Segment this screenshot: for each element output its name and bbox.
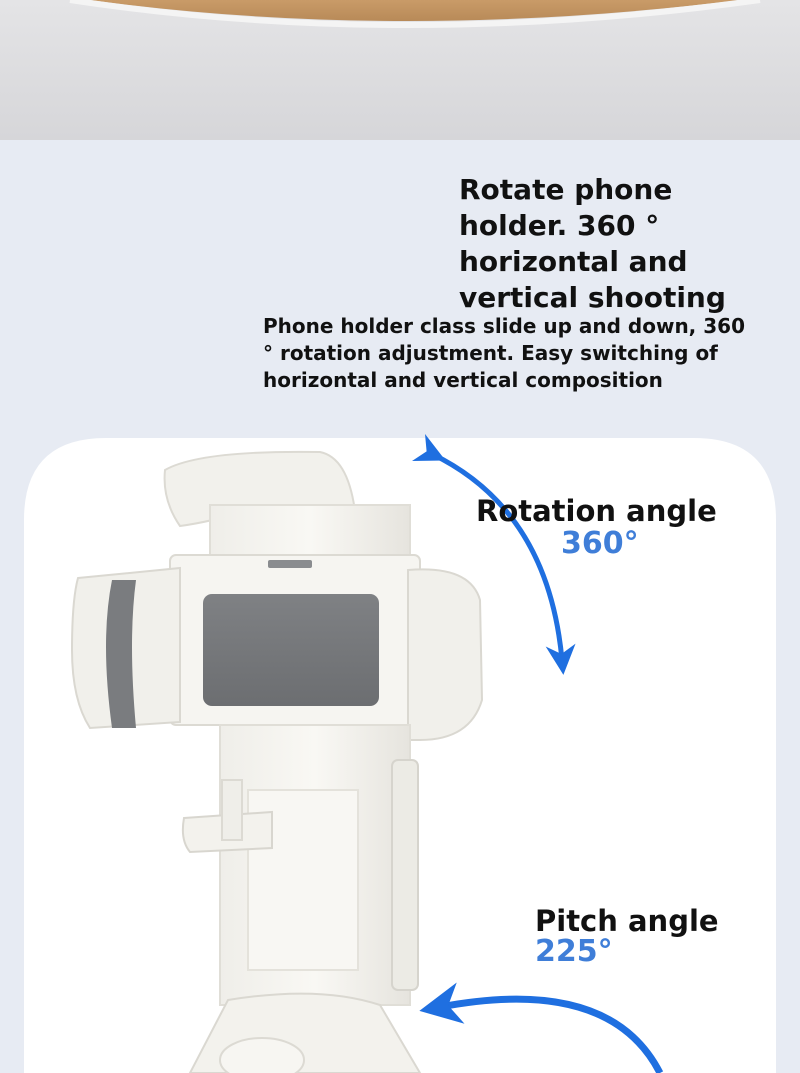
pitch-angle-label: Pitch angle bbox=[535, 904, 719, 938]
rotation-angle-value: 360° bbox=[561, 526, 639, 561]
rotation-arrow-icon bbox=[411, 433, 576, 675]
rotation-angle-label: Rotation angle bbox=[476, 494, 717, 528]
top-photo-strip bbox=[0, 0, 800, 140]
wooden-tabletop bbox=[90, 0, 740, 21]
feature-heading: Rotate phone holder. 360 ° horizontal an… bbox=[459, 172, 779, 316]
description-line: ° rotation adjustment. Easy switching of bbox=[263, 341, 718, 365]
heading-line: holder. 360 ° bbox=[459, 209, 660, 242]
phone-holder-product bbox=[70, 450, 484, 1073]
pitch-arrow-icon bbox=[419, 982, 664, 1073]
pitch-angle-value: 225° bbox=[535, 934, 613, 969]
feature-description: Phone holder class slide up and down, 36… bbox=[263, 313, 763, 394]
description-line: Phone holder class slide up and down, 36… bbox=[263, 314, 745, 338]
heading-line: horizontal and bbox=[459, 245, 688, 278]
grip-pad bbox=[203, 594, 379, 706]
heading-line: vertical shooting bbox=[459, 281, 726, 314]
description-line: horizontal and vertical composition bbox=[263, 368, 663, 392]
heading-line: Rotate phone bbox=[459, 173, 673, 206]
